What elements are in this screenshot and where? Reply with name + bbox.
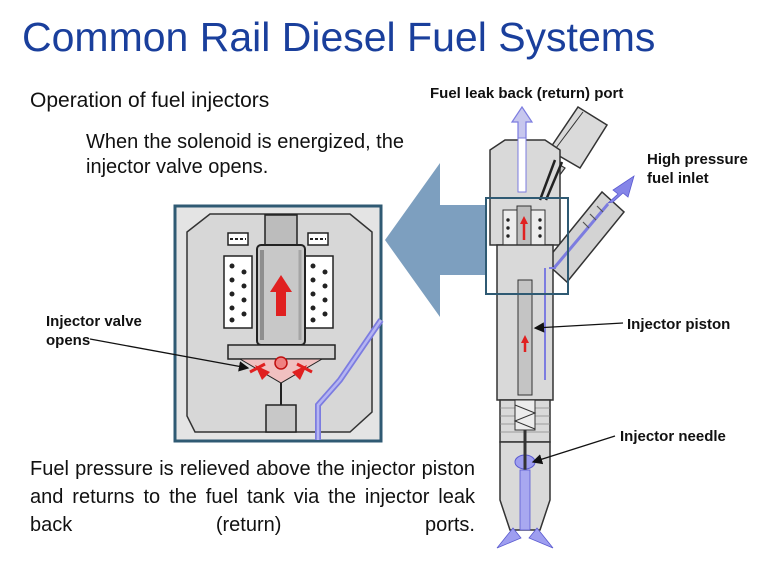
- intro-text: When the solenoid is energized, the inje…: [86, 131, 404, 178]
- inlet-tube: [543, 190, 626, 284]
- zoom-detail: [173, 204, 384, 443]
- zoom-arrow: [385, 163, 487, 317]
- leader-lines: [89, 322, 624, 465]
- outro-text: Fuel pressure is relieved above the inje…: [30, 458, 475, 536]
- label-injector-piston: Injector piston: [627, 316, 731, 333]
- label-leak-back-port: Fuel leak back (return) port: [430, 85, 624, 102]
- label-valve-opens: Injector valve opens: [46, 312, 142, 350]
- zoom-frame: [485, 197, 569, 295]
- return-flow-arrow: [510, 105, 534, 141]
- label-high-pressure-inlet: High pressure fuel inlet: [647, 150, 748, 188]
- label-valve-opens-line2: opens: [46, 332, 91, 349]
- inlet-flow-arrow: [606, 175, 635, 204]
- page-title: Common Rail Diesel Fuel Systems: [22, 14, 656, 60]
- label-high-pressure-inlet-line2: fuel inlet: [647, 170, 709, 187]
- injector-body: [485, 105, 635, 549]
- label-injector-needle: Injector needle: [620, 428, 726, 445]
- section-subtitle: Operation of fuel injectors: [30, 89, 270, 112]
- label-high-pressure-inlet-line1: High pressure: [647, 151, 748, 168]
- label-valve-opens-line1: Injector valve: [46, 313, 142, 330]
